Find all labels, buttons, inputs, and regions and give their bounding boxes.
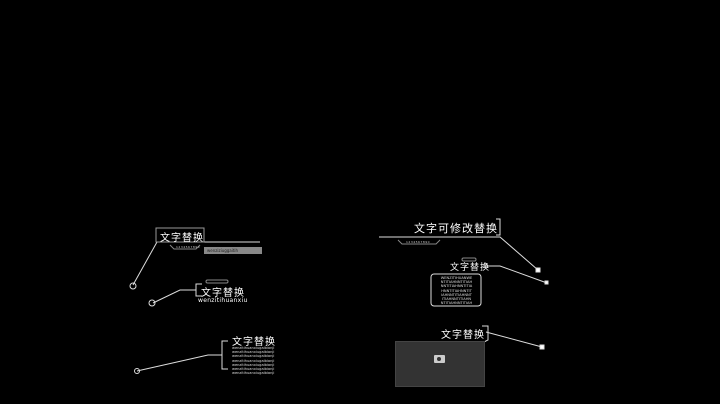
text-line: wenzitihuanxiugaibianji [232, 346, 275, 350]
text-line: wenzitihuanxiugaibianji [232, 362, 275, 367]
callout1-code: 1234567890 [176, 245, 201, 249]
callout5-text-block: WENZITIHUANWE NTITIAHNNTITIAH NNTITIAHNN… [434, 276, 479, 305]
text-line: wenzitihuanxiugaibianji [232, 350, 275, 355]
callout4-title: 文字可修改替换 [414, 222, 498, 235]
callout4-code: 1234567890 [406, 240, 431, 244]
text-line: NTITIAHNNTITIAH [440, 301, 473, 306]
text-line: wenzitihuanxiugaibianji [232, 371, 275, 376]
text-line: wenzitihuanxiugaibianji [232, 354, 275, 359]
camera-icon [434, 355, 445, 363]
callout6-title: 文字替换 [441, 330, 485, 341]
callout2-subtitle: wenzitihuanxiu [198, 297, 248, 304]
text-line: NTITIAHNNTITIAH [440, 280, 473, 285]
callout1-label: wenziziuggaitih [204, 247, 262, 254]
text-line: IAHNNTITIAHNNT [441, 292, 472, 297]
text-line: ITIAHNNTITIAHN [441, 297, 472, 302]
text-line: NNTITIAHNNTITIA [440, 284, 473, 289]
callout1-dot [129, 282, 137, 290]
image-placeholder [395, 341, 485, 387]
text-line: wenzitihuanxiugaibianji [232, 367, 275, 372]
text-line: WENZITIHUANWE [440, 276, 473, 280]
callout3-title: 文字替换 [232, 337, 276, 348]
callout1-title: 文字替换 [160, 233, 204, 244]
callout2-title: 文字替换 [201, 288, 245, 299]
text-line: wenzitihuanxiugaibianji [232, 358, 275, 363]
callout3-text-block: wenzitihuanxiugaibianji wenzitihuanxiuga… [232, 346, 274, 375]
text-line: HNNTITIAHNNTIT [441, 288, 472, 293]
callout5-title: 文字替换 [450, 263, 491, 273]
